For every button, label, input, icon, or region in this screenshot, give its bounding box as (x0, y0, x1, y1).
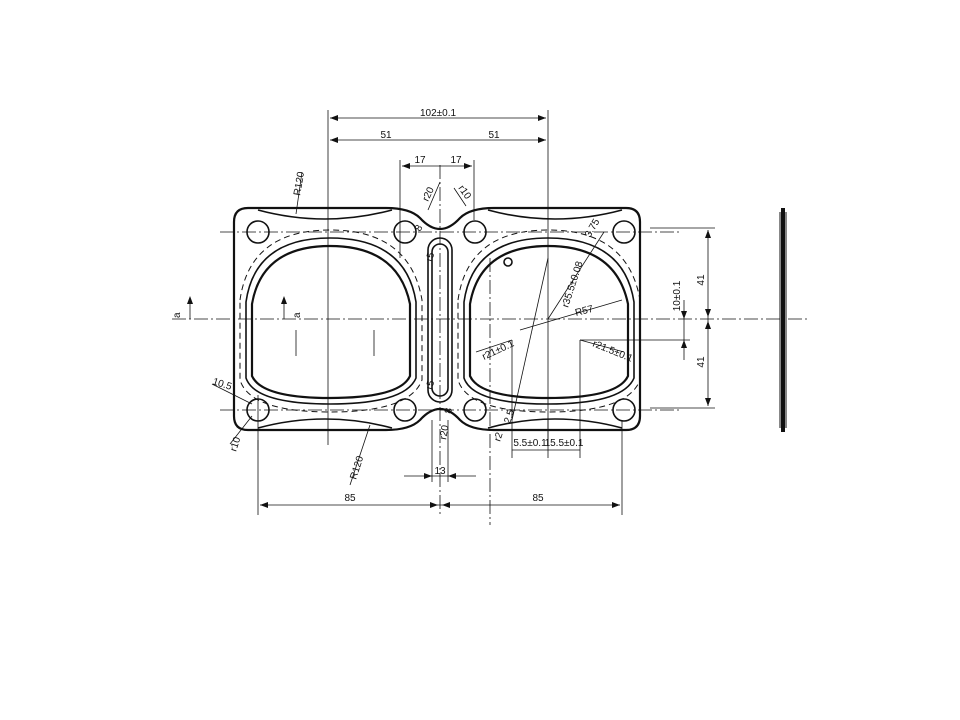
dim-right-lower: 41 (696, 356, 707, 368)
dim-right-155: 15.5±0.1 (545, 438, 584, 449)
right-port (457, 229, 641, 413)
dim-offset-10: 10±0.1 (672, 280, 683, 311)
dim-overall-width: 102±0.1 (420, 108, 457, 119)
dim-slot-right: 17 (450, 155, 462, 166)
section-mark-left: a (172, 312, 183, 318)
label-hole-r10: r10 (228, 435, 243, 453)
label-hole-105: 10.5 (211, 376, 233, 393)
section-marks: a a (172, 296, 303, 319)
dim-right-upper: 41 (696, 274, 707, 286)
label-r5-top: r5 (424, 251, 437, 263)
label-r10-top: r10 (456, 183, 474, 202)
top-dimensions: 102±0.1 51 51 17 17 (327, 108, 549, 445)
side-view (779, 208, 787, 432)
dim-half-left: 51 (380, 130, 392, 141)
label-r355: r35.5±0.08 (560, 260, 585, 309)
right-dimensions: 41 41 10±0.1 (580, 227, 715, 409)
label-r20-bottom: r20 (438, 424, 451, 441)
label-r120-bottom: R120 (348, 454, 366, 481)
label-r25: 2.5 (502, 408, 517, 425)
bolt-holes (246, 220, 636, 422)
label-r375: 3.75 (583, 217, 602, 240)
dim-half-right: 51 (488, 130, 500, 141)
dim-slot-left: 17 (414, 155, 426, 166)
label-r5-bottom: r5 (424, 379, 437, 391)
label-r20-top: r20 (421, 185, 437, 203)
dim-left-55: 5.5±0.1 (513, 438, 547, 449)
label-8-bottom: 8 (443, 407, 455, 415)
bottom-dimensions: 85 85 13 (257, 420, 623, 515)
left-port (239, 229, 423, 413)
label-r2: r2 (492, 431, 505, 443)
label-8-top: 8 (413, 223, 426, 234)
bolt-hole-bottom-center-left (393, 398, 417, 422)
bolt-hole-top-center-left (393, 220, 417, 244)
section-mark-inner: a (292, 312, 303, 318)
label-r57: R57 (574, 304, 595, 319)
label-r120-top: R120 (292, 171, 307, 197)
label-r21: r21±0.1 (481, 338, 517, 362)
gasket-outline (232, 206, 642, 432)
offset-dimensions: 5.5±0.1 15.5±0.1 (511, 340, 584, 458)
dim-bottom-right: 85 (532, 493, 544, 504)
center-lines (172, 165, 810, 525)
dim-bottom-left: 85 (344, 493, 356, 504)
small-hole (503, 257, 513, 267)
dim-slot-width: 13 (434, 466, 446, 477)
